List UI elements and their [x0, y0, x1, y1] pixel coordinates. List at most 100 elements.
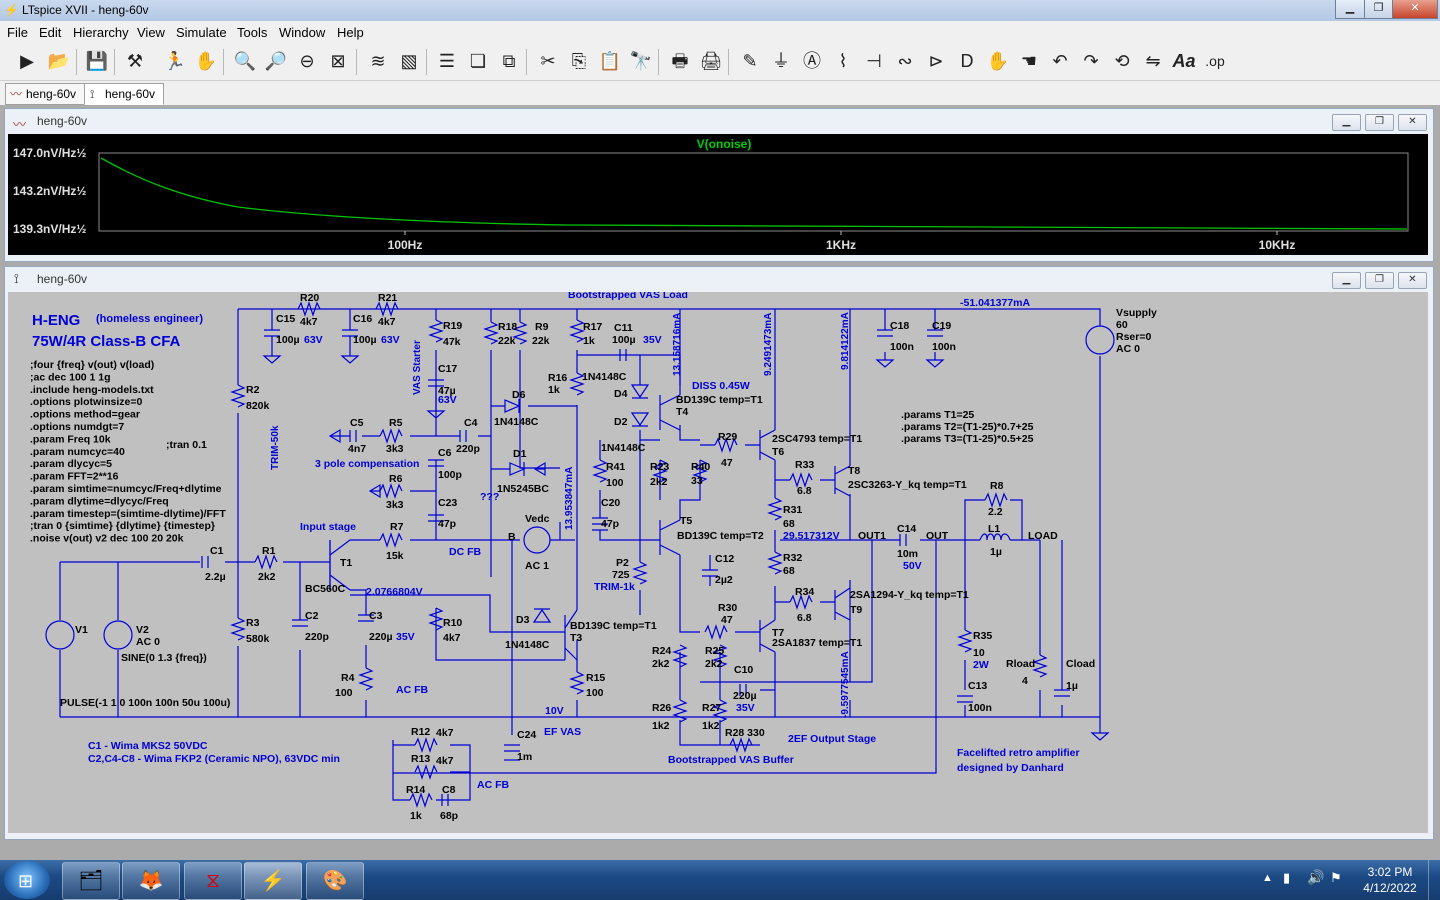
resistor-r21[interactable]: [375, 301, 399, 317]
tile-horizontal-icon[interactable]: ☰: [438, 51, 456, 71]
diode-d1[interactable]: [509, 462, 526, 476]
capacitor-c1[interactable]: [201, 556, 209, 568]
transistor-t1[interactable]: [329, 539, 351, 591]
capacitor-c24[interactable]: [504, 744, 520, 752]
resistor-r1[interactable]: [254, 554, 278, 570]
tab-plot[interactable]: 〰 heng-60v: [5, 83, 87, 105]
capacitor-c5[interactable]: [349, 430, 357, 442]
print-setup-icon[interactable]: 🖨: [699, 51, 723, 71]
resistor-r14[interactable]: [409, 792, 433, 808]
clock-time[interactable]: 3:02 PM: [1367, 865, 1413, 879]
paint-icon[interactable]: 🎨: [306, 862, 364, 900]
resistor-r17[interactable]: [569, 319, 585, 343]
capacitor-c17[interactable]: [428, 379, 444, 411]
resistor-r32[interactable]: [767, 551, 783, 575]
action-center-icon[interactable]: ⚑: [1330, 870, 1342, 885]
source-vsupply[interactable]: [1085, 325, 1115, 355]
resistor-r40[interactable]: [692, 459, 708, 483]
menu-file[interactable]: File: [7, 25, 28, 40]
resistor-r30[interactable]: [704, 624, 728, 640]
close-button[interactable]: ✕: [1392, 0, 1438, 19]
autorange-icon[interactable]: ≋: [370, 51, 386, 71]
plot-restore-button[interactable]: ❐: [1365, 114, 1394, 131]
resistor-r33[interactable]: [789, 472, 813, 488]
resistor-r12[interactable]: [414, 737, 438, 753]
diode-d6[interactable]: [504, 399, 521, 413]
capacitor-c15[interactable]: [264, 309, 280, 356]
noise-trace[interactable]: [100, 157, 1408, 230]
save-icon[interactable]: 💾: [85, 51, 109, 71]
capacitor-c3[interactable]: [358, 614, 374, 622]
network-icon[interactable]: ▮: [1283, 870, 1291, 885]
inductor-icon[interactable]: ∾: [897, 51, 913, 71]
capacitor-c13[interactable]: [957, 695, 973, 703]
firefox-icon[interactable]: 🦊: [122, 862, 180, 900]
show-hidden-icons[interactable]: ▲: [1262, 872, 1273, 884]
resistor-r31[interactable]: [767, 497, 783, 521]
resistor-r34[interactable]: [789, 594, 813, 610]
find-icon[interactable]: 🔭: [629, 51, 653, 71]
resistor-r35[interactable]: [957, 629, 973, 653]
undo-icon[interactable]: ↶: [1052, 51, 1068, 71]
capacitor-c20[interactable]: [592, 517, 608, 525]
source-v1[interactable]: [45, 620, 75, 650]
resistor-r41[interactable]: [592, 459, 608, 483]
run-simulation-icon[interactable]: 🏃: [163, 51, 187, 71]
diode-d4[interactable]: [630, 384, 650, 399]
resistor-r27[interactable]: [712, 699, 728, 723]
resistor-r8[interactable]: [984, 492, 1008, 508]
acrobat-icon[interactable]: ⧖: [184, 862, 242, 900]
transistor-t9[interactable]: [834, 587, 851, 621]
show-desktop-button[interactable]: [1428, 860, 1440, 900]
volume-icon[interactable]: 🔊: [1307, 869, 1325, 885]
transistor-t6[interactable]: [759, 429, 776, 461]
resistor-r23[interactable]: [652, 459, 668, 483]
potentiometer-p2[interactable]: [632, 561, 648, 585]
menu-help[interactable]: Help: [337, 25, 364, 40]
schematic-minimize-button[interactable]: ▁: [1332, 272, 1361, 289]
resistor-r20[interactable]: [297, 301, 321, 317]
diode-icon[interactable]: ⊳: [928, 51, 944, 71]
spice-directive-icon[interactable]: .op: [1205, 53, 1225, 69]
resistor-r26[interactable]: [672, 699, 688, 723]
transistor-t7[interactable]: [759, 619, 776, 653]
resistor-r4[interactable]: [358, 667, 374, 691]
clock-date[interactable]: 4/12/2022: [1363, 881, 1417, 895]
zoom-fit-icon[interactable]: ⊠: [330, 51, 346, 71]
transistor-t5[interactable]: [659, 519, 681, 556]
schematic-canvas[interactable]: H-ENG (homeless engineer) 75W/4R Class-B…: [8, 292, 1428, 833]
transistor-t4[interactable]: [659, 394, 681, 431]
redo-icon[interactable]: ↷: [1083, 51, 1099, 71]
menu-tools[interactable]: Tools: [237, 25, 268, 40]
label-net-icon[interactable]: Ⓐ: [803, 51, 821, 71]
print-icon[interactable]: 🖶: [671, 51, 689, 71]
explorer-icon[interactable]: 🗂: [62, 862, 120, 900]
component-icon[interactable]: D: [960, 51, 974, 71]
zoom-out-icon[interactable]: ⊖: [299, 51, 315, 71]
ground-icon[interactable]: ⏚: [772, 51, 790, 71]
diode-d3[interactable]: [532, 608, 552, 623]
maximize-button[interactable]: ❐: [1364, 0, 1393, 19]
resistor-r24[interactable]: [672, 644, 688, 668]
resistor-r25[interactable]: [712, 644, 728, 668]
transistor-t3[interactable]: [564, 609, 578, 661]
capacitor-cload[interactable]: [1054, 689, 1070, 697]
resistor-r19[interactable]: [428, 319, 444, 343]
capacitor-c14[interactable]: [899, 534, 907, 546]
mirror-icon[interactable]: ⇋: [1145, 51, 1161, 71]
draw-wire-icon[interactable]: ✎: [742, 51, 758, 71]
noise-plot[interactable]: V(onoise) 147.0nV/Hz½ 143.2nV/Hz½ 139.3n…: [8, 134, 1428, 255]
resistor-r16[interactable]: [569, 372, 585, 396]
capacitor-c8[interactable]: [441, 794, 449, 806]
resistor-r18[interactable]: [483, 321, 499, 345]
tab-schematic[interactable]: ⟟ heng-60v: [84, 83, 164, 105]
capacitor-c11[interactable]: [619, 349, 627, 361]
source-vedc[interactable]: [523, 526, 551, 554]
plot-minimize-button[interactable]: ▁: [1332, 114, 1361, 131]
capacitor-icon[interactable]: ⊣: [866, 51, 882, 71]
drag-hand-icon[interactable]: ☚: [1020, 51, 1038, 71]
zoom-pan-icon[interactable]: 🔎: [264, 51, 288, 71]
start-button[interactable]: ⊞: [4, 861, 50, 899]
resistor-r15[interactable]: [569, 671, 585, 695]
capacitor-c2[interactable]: [292, 619, 308, 627]
